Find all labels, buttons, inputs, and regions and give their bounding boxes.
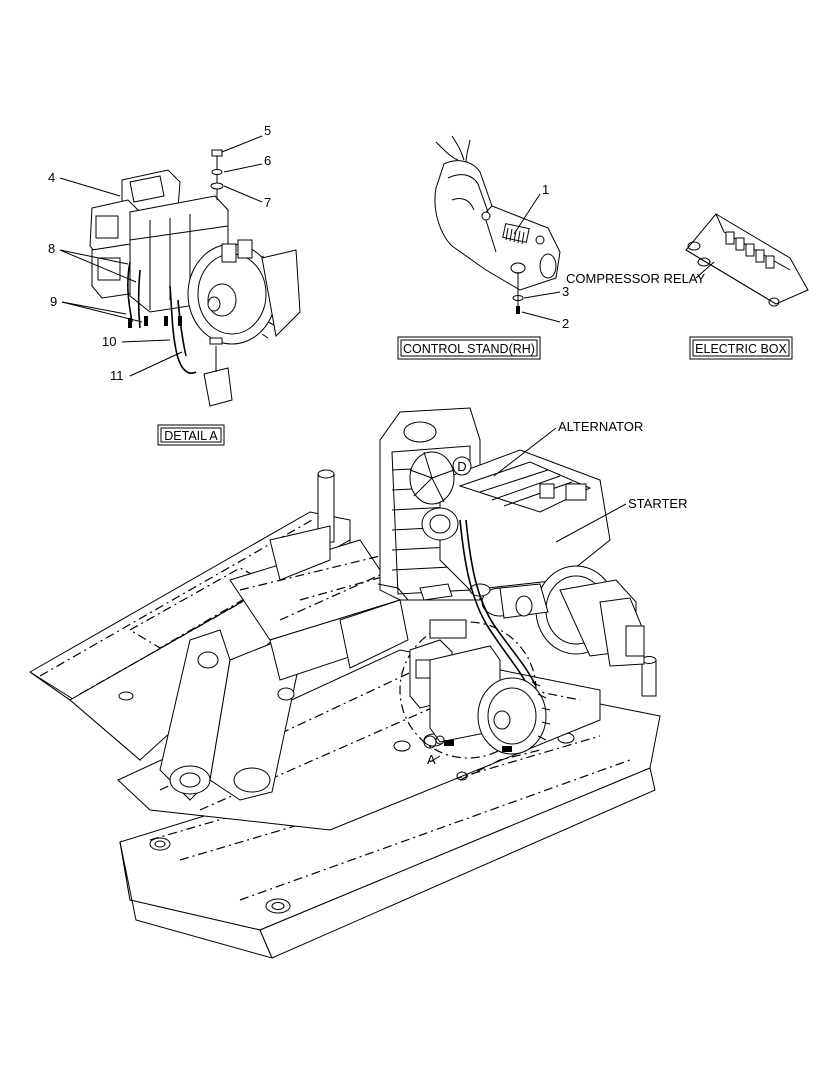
detail-a-label: DETAIL A: [164, 429, 218, 443]
control-stand-label-box: CONTROL STAND(RH): [397, 336, 541, 360]
starter-label: STARTER: [628, 496, 687, 511]
callout-6: 6: [264, 153, 271, 168]
marker-d: D: [457, 459, 466, 474]
marker-d-badge: D: [452, 456, 472, 476]
callout-5: 5: [264, 123, 271, 138]
main-frame-drawing: [29, 407, 661, 959]
marker-a: A: [427, 752, 436, 767]
electric-box-label-box: ELECTRIC BOX: [689, 336, 793, 360]
callout-2: 2: [562, 316, 569, 331]
electric-box-label: ELECTRIC BOX: [695, 342, 787, 356]
compressor-relay-leader: [695, 261, 715, 279]
callout-9: 9: [50, 294, 57, 309]
callout-10: 10: [102, 334, 116, 349]
detail-a-label-box: DETAIL A: [157, 424, 225, 446]
detail-a-leaders: [59, 135, 263, 377]
callout-4: 4: [48, 170, 55, 185]
control-stand-label: CONTROL STAND(RH): [403, 342, 535, 356]
compressor-relay-label: COMPRESSOR RELAY: [566, 271, 706, 286]
callout-7: 7: [264, 195, 271, 210]
callout-8: 8: [48, 241, 55, 256]
electric-box-drawing: [685, 213, 809, 307]
callout-3: 3: [562, 284, 569, 299]
main-leaders: [493, 427, 627, 543]
control-stand-drawing: [434, 135, 561, 314]
alternator-label: ALTERNATOR: [558, 419, 643, 434]
callout-1: 1: [542, 182, 549, 197]
detail-a-unit-drawing: [89, 149, 301, 407]
callout-11: 11: [110, 368, 124, 383]
control-stand-leaders: [513, 193, 561, 323]
